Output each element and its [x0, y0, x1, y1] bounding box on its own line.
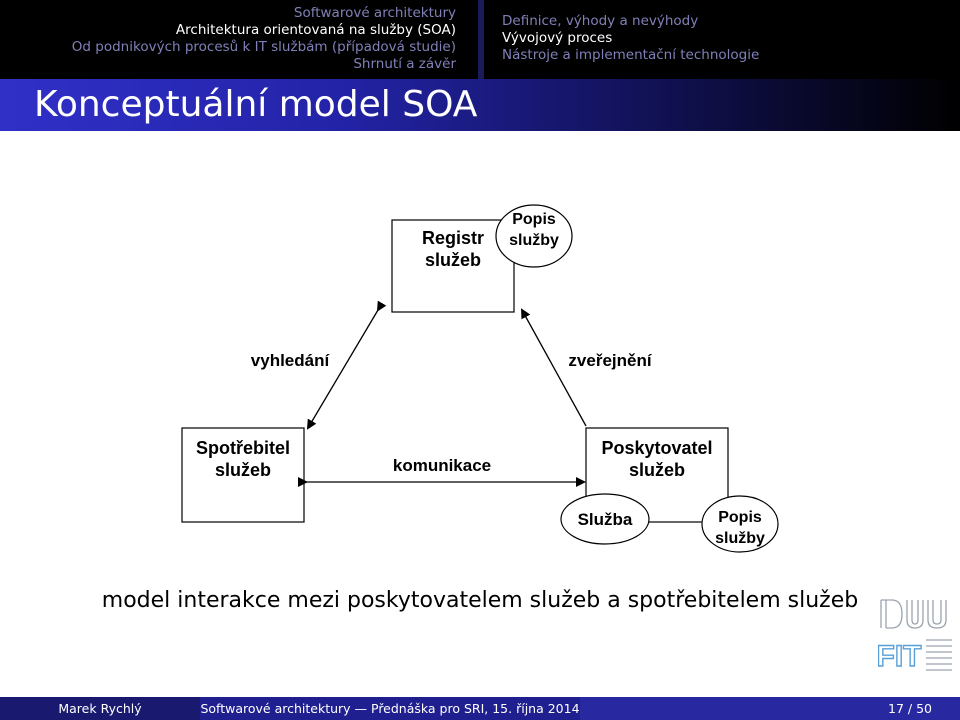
publish-edge-label: zveřejnění	[568, 351, 652, 370]
footer-bar: Marek Rychlý Softwarové architektury — P…	[0, 697, 960, 720]
consumer-label-1: Spotřebitel	[196, 438, 290, 458]
provider-label-2: služeb	[629, 460, 685, 480]
nav-subsection-1[interactable]: Definice, výhody a nevýhody	[502, 13, 699, 29]
fit-logo: FIT	[876, 594, 954, 674]
service-description-label-2: služby	[715, 530, 765, 547]
communicate-edge-label: komunikace	[393, 456, 491, 475]
consumer-label-2: služeb	[215, 460, 271, 480]
nav-section-1[interactable]: Softwarové architektury	[293, 5, 456, 21]
nav-subsection-3[interactable]: Nástroje a implementační technologie	[502, 47, 760, 63]
registry-description-label-2: služby	[509, 232, 559, 249]
nav-section-3[interactable]: Od podnikových procesů k IT službám (pří…	[71, 39, 456, 55]
nav-subsection-2[interactable]: Vývojový proces	[502, 30, 613, 46]
service-label: Služba	[578, 510, 633, 529]
service-description-label-1: Popis	[718, 509, 762, 526]
footer-page-section: 17 / 50	[580, 697, 960, 720]
registry-description-label-1: Popis	[512, 211, 556, 228]
footer-talk-title: Softwarové architektury — Přednáška pro …	[200, 697, 580, 720]
service-description-node: Popis služby	[701, 495, 779, 553]
nav-divider	[478, 0, 484, 79]
frame-title-bar: Konceptuální model SOA	[0, 79, 960, 131]
service-node: Služba	[560, 493, 650, 545]
registry-node: Registr služeb	[391, 219, 515, 313]
subsection-navigation: Definice, výhody a nevýhody Vývojový pro…	[484, 0, 960, 79]
section-navigation: Softwarové architektury Architektura ori…	[0, 0, 470, 79]
provider-label-1: Poskytovatel	[601, 438, 712, 458]
soa-model-diagram: Registr služeb Popis služby Spotřebitel …	[160, 190, 780, 565]
page-number: 17 / 50	[888, 701, 932, 716]
registry-description-node: Popis služby	[495, 204, 573, 268]
find-edge-label: vyhledání	[251, 351, 331, 370]
navigation-bar: Softwarové architektury Architektura ori…	[0, 0, 960, 79]
footer-author: Marek Rychlý	[0, 697, 200, 720]
consumer-node: Spotřebitel služeb	[181, 427, 305, 523]
find-edge	[306, 300, 387, 430]
registry-label-2: služeb	[425, 250, 481, 270]
registry-label-1: Registr	[422, 228, 484, 248]
fit-logo-text: FIT	[878, 640, 922, 673]
nav-section-2[interactable]: Architektura orientovaná na služby (SOA)	[175, 22, 456, 38]
nav-section-4[interactable]: Shrnutí a závěr	[353, 56, 456, 72]
diagram-caption: model interakce mezi poskytovatelem služ…	[101, 588, 859, 613]
publish-edge	[521, 308, 587, 427]
frame-title: Konceptuální model SOA	[34, 84, 478, 125]
